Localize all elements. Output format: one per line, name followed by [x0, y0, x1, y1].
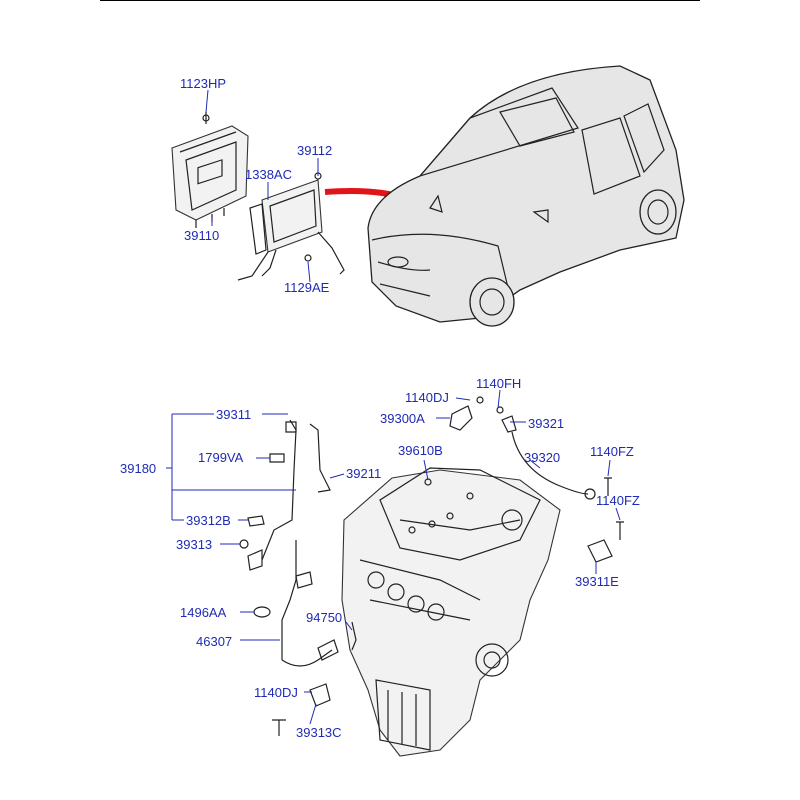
engine-block: [341, 467, 561, 757]
part-label-1129ae: 1129AE: [284, 280, 330, 295]
part-label-39312b: 39312B: [186, 513, 231, 528]
car-illustration: [367, 65, 685, 327]
part-label-39321: 39321: [528, 416, 564, 431]
part-label-94750: 94750: [306, 610, 342, 625]
ecu-bracket: [237, 172, 345, 281]
part-label-39300a: 39300A: [380, 411, 425, 426]
part-label-1799va: 1799VA: [198, 450, 244, 465]
part-label-46307: 46307: [196, 634, 232, 649]
part-label-39180: 39180: [120, 461, 156, 476]
part-label-39610b: 39610B: [398, 443, 443, 458]
part-label-1140dj-top: 1140DJ: [405, 390, 449, 405]
part-label-39211: 39211: [346, 466, 381, 481]
part-label-1140dj-bottom: 1140DJ: [254, 685, 298, 700]
part-label-39313: 39313: [176, 537, 212, 552]
part-label-39313c: 39313C: [296, 725, 342, 740]
part-label-1338ac: 1338AC: [245, 167, 292, 182]
part-label-1496aa: 1496AA: [180, 605, 227, 620]
part-label-1123hp: 1123HP: [180, 76, 226, 91]
part-label-39112: 39112: [297, 143, 332, 158]
part-label-39320: 39320: [524, 450, 560, 465]
sensor-parts: [239, 396, 624, 736]
part-label-39311: 39311: [216, 407, 251, 422]
part-label-39110: 39110: [184, 228, 219, 243]
part-label-39311e: 39311E: [575, 574, 619, 589]
ecu-module: [171, 112, 249, 228]
part-label-1140fz-a: 1140FZ: [590, 444, 634, 459]
part-label-1140fh: 1140FH: [476, 376, 521, 391]
top-border: [100, 0, 700, 1]
part-label-1140fz-b: 1140FZ: [596, 493, 640, 508]
leader-lines: [166, 89, 621, 725]
